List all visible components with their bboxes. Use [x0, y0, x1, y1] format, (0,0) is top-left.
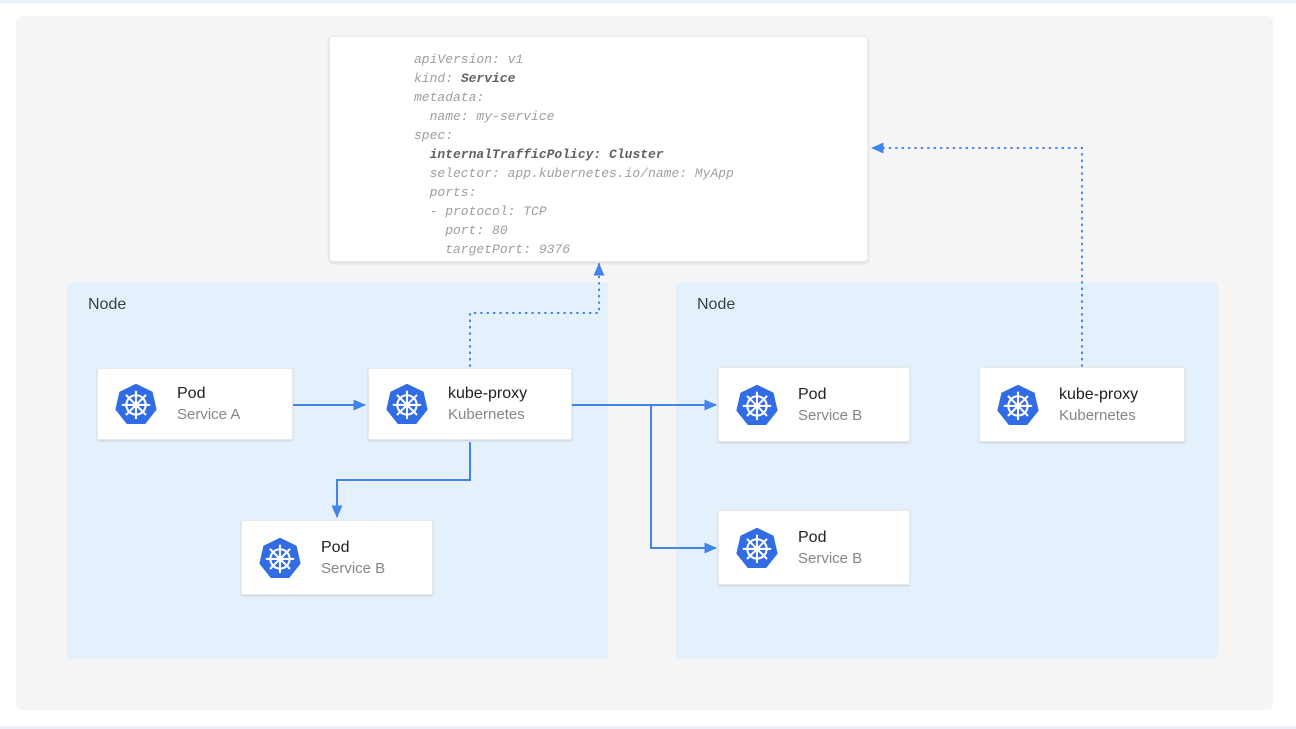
- left-node: Node: [67, 282, 608, 659]
- pod-card-service-b-left: Pod Service B: [241, 520, 433, 595]
- card-subtitle: Service B: [321, 559, 386, 577]
- node-label: Node: [88, 296, 127, 313]
- card-subtitle: Service B: [798, 549, 863, 567]
- code-line: name: my-service: [414, 109, 555, 124]
- kubernetes-icon: [115, 383, 157, 424]
- card-subtitle: Kubernetes: [448, 406, 525, 423]
- top-accent-line: [0, 0, 1296, 3]
- code-line: - protocol: TCP: [414, 204, 547, 219]
- code-line: internalTrafficPolicy: Cluster: [429, 147, 664, 162]
- kube-proxy-card-right: kube-proxy Kubernetes: [979, 367, 1185, 442]
- code-line: apiVersion: v1: [414, 52, 524, 67]
- pod-card-service-b-right-top: Pod Service B: [718, 367, 910, 442]
- service-yaml-panel: apiVersion: v1 kind: Service metadata: n…: [329, 36, 868, 262]
- card-subtitle: Service A: [177, 406, 241, 423]
- node-label: Node: [697, 296, 736, 313]
- code-line: spec:: [414, 128, 454, 143]
- kube-proxy-card-left: kube-proxy Kubernetes: [368, 368, 572, 440]
- service-yaml-code: apiVersion: v1 kind: Service metadata: n…: [414, 50, 734, 259]
- card-title: Pod: [798, 385, 827, 403]
- pod-card-service-a: Pod Service A: [97, 368, 293, 440]
- bottom-accent-line: [0, 726, 1296, 729]
- right-node: Node: [676, 282, 1218, 659]
- code-line: targetPort: 9376: [414, 242, 571, 257]
- kubernetes-icon: [997, 384, 1039, 425]
- code-line: port: 80: [414, 223, 508, 238]
- card-title: kube-proxy: [448, 385, 528, 402]
- code-line: ports:: [414, 185, 477, 200]
- code-line: metadata:: [414, 90, 485, 105]
- kubernetes-icon: [736, 384, 778, 425]
- pod-card-service-b-right-bottom: Pod Service B: [718, 510, 910, 585]
- kubernetes-icon: [259, 537, 301, 578]
- card-title: Pod: [798, 528, 827, 546]
- code-line: kind: Service: [414, 71, 516, 86]
- card-subtitle: Kubernetes: [1059, 406, 1136, 424]
- card-subtitle: Service B: [798, 406, 863, 424]
- kubernetes-icon: [736, 527, 778, 568]
- card-title: Pod: [321, 538, 350, 556]
- card-title: Pod: [177, 385, 206, 402]
- kubernetes-icon: [386, 383, 428, 424]
- card-title: kube-proxy: [1059, 385, 1139, 403]
- code-line: selector: app.kubernetes.io/name: MyApp: [414, 166, 734, 181]
